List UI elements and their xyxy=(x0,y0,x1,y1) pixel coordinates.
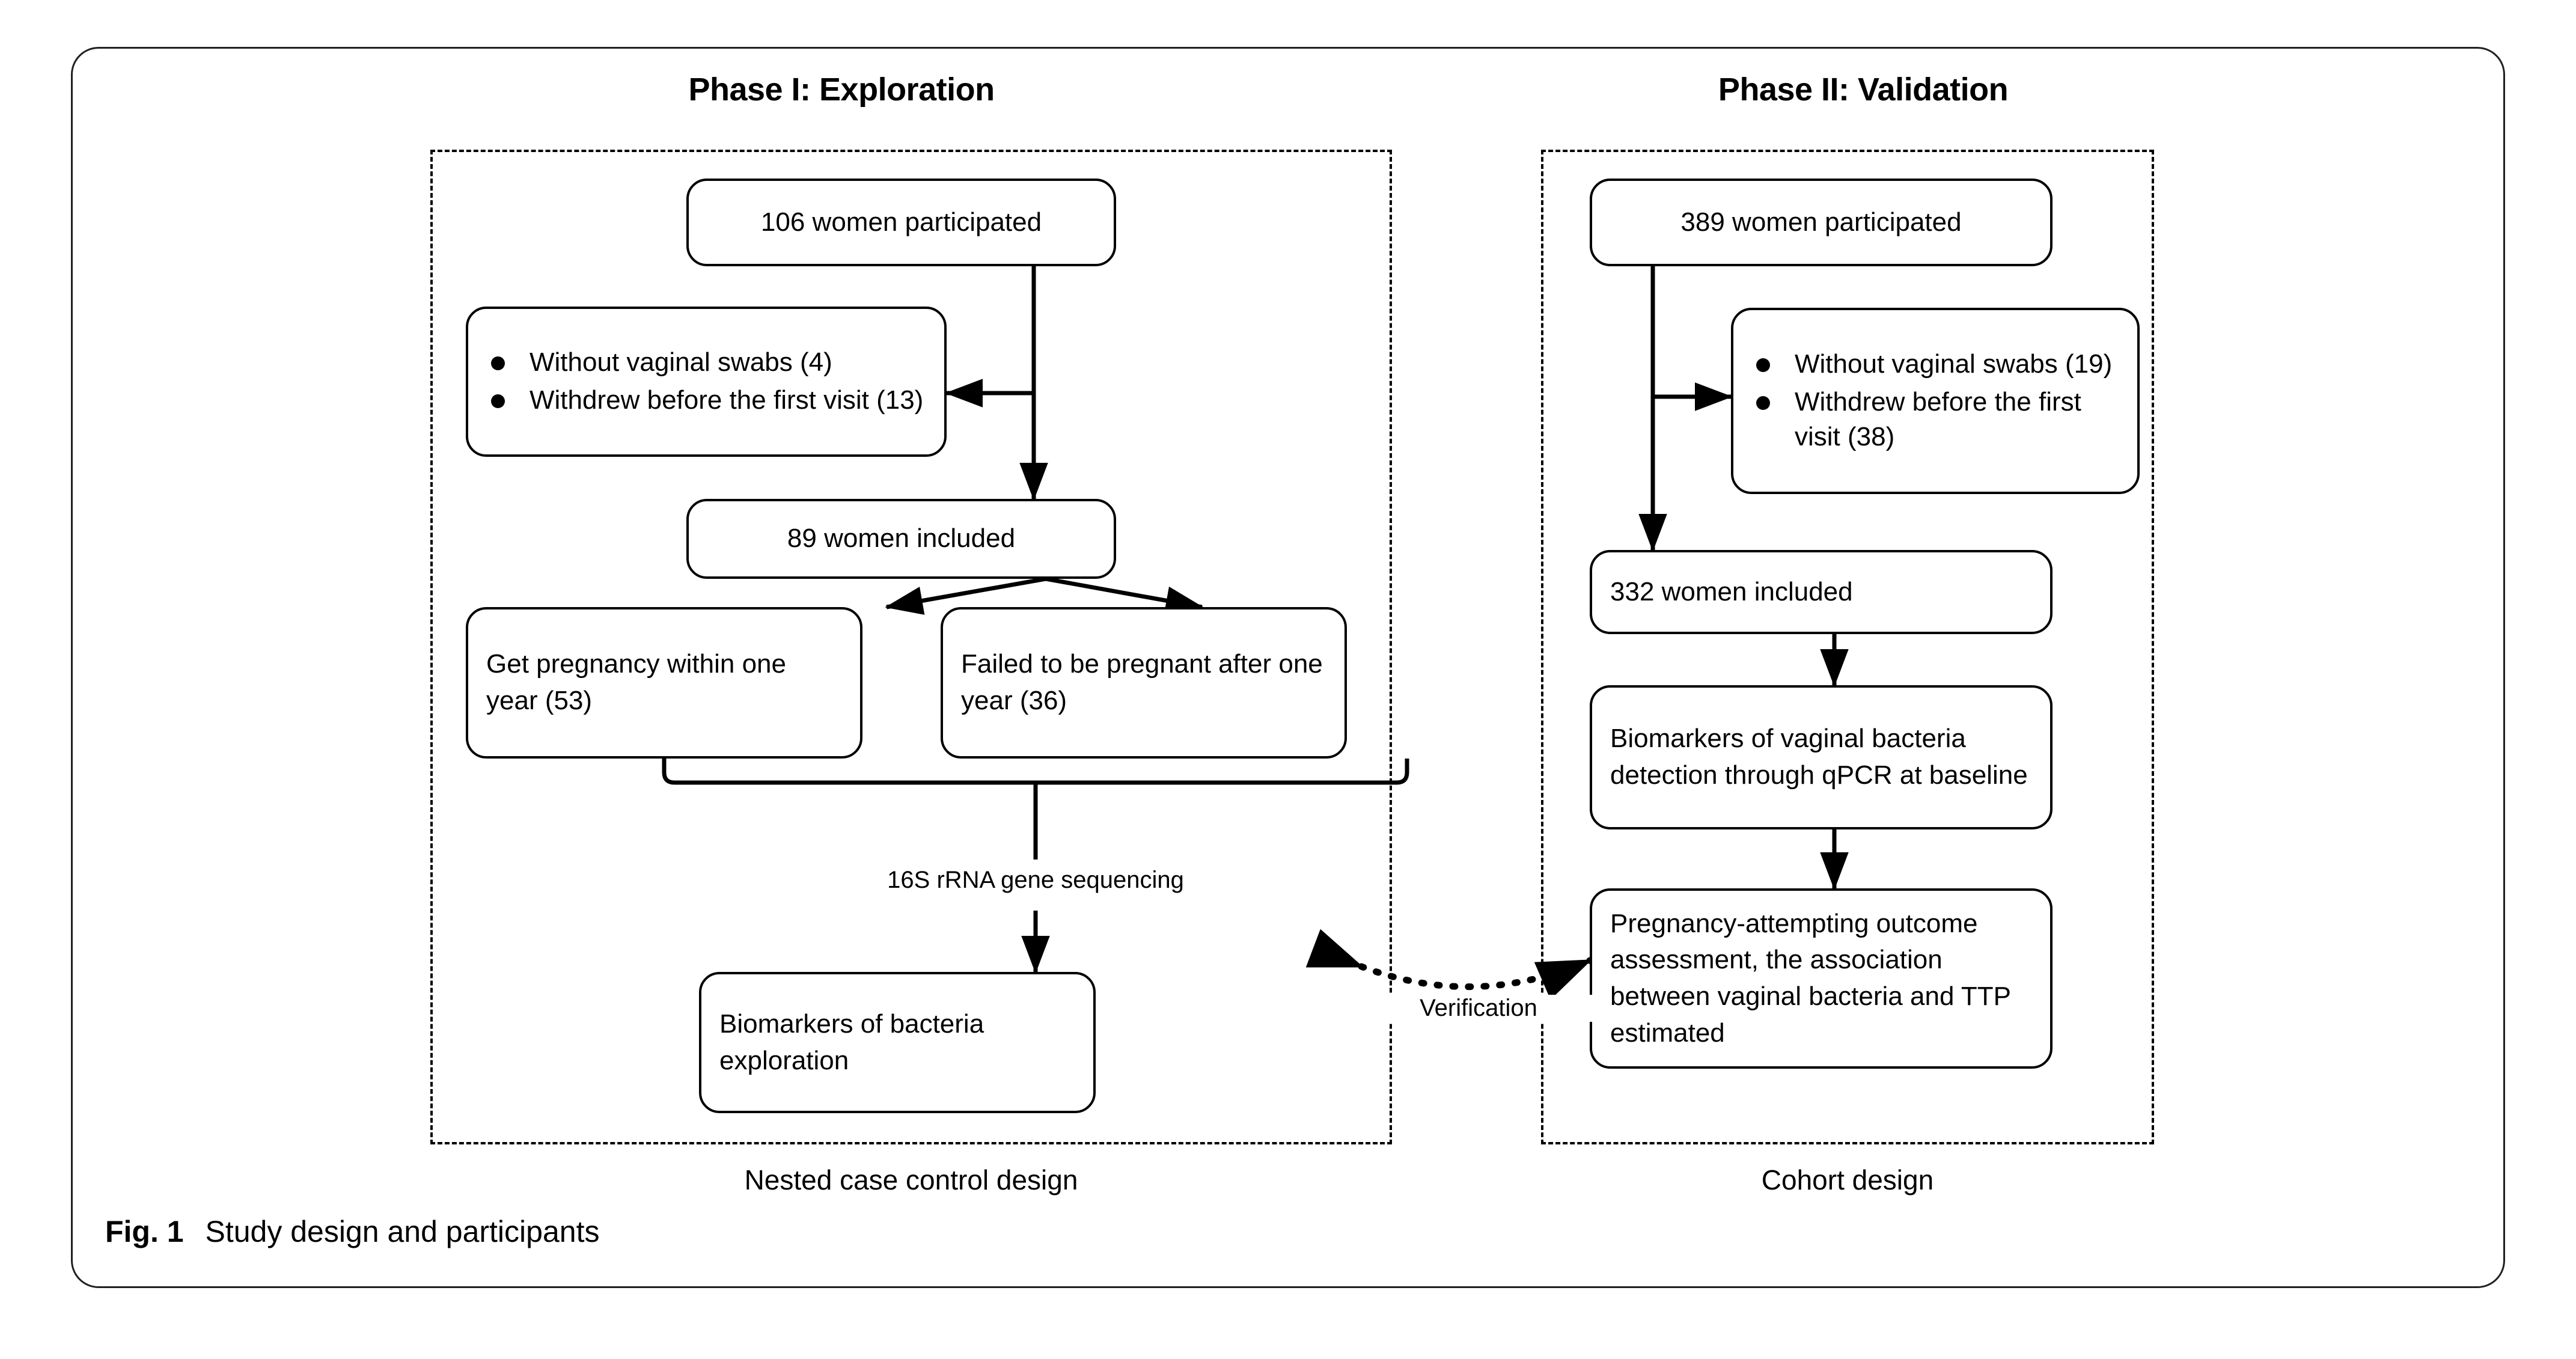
phase1-branch-right-text: Failed to be pregnant after one year (36… xyxy=(961,649,1323,715)
phase1-branch-left-text: Get pregnancy within one year (53) xyxy=(486,649,786,715)
phase1-included-box: 89 women included xyxy=(686,499,1116,579)
phase2-detection-box: Biomarkers of vaginal bacteria detection… xyxy=(1590,685,2053,829)
phase1-branch-right-box: Failed to be pregnant after one year (36… xyxy=(941,607,1347,759)
phase2-participated-box: 389 women participated xyxy=(1590,179,2053,266)
phase2-excluded-list: Without vaginal swabs (19) Withdrew befo… xyxy=(1751,344,2119,458)
phase-1-title: Phase I: Exploration xyxy=(688,72,995,108)
phase-2-title: Phase II: Validation xyxy=(1718,72,2009,108)
phase1-outcome-box: Biomarkers of bacteria exploration xyxy=(699,972,1096,1113)
phase1-included-text: 89 women included xyxy=(787,524,1016,554)
verification-label: Verification xyxy=(1352,995,1605,1022)
phase-2-panel xyxy=(1541,150,2154,1144)
figure-caption: Fig. 1 Study design and participants xyxy=(105,1214,599,1249)
phase1-sequencing-label: 16S rRNA gene sequencing xyxy=(753,867,1318,894)
phase1-excluded-list: Without vaginal swabs (4) Withdrew befor… xyxy=(486,343,926,421)
phase2-participated-text: 389 women participated xyxy=(1680,207,1962,237)
list-item: Without vaginal swabs (4) xyxy=(486,345,926,380)
phase2-detection-text: Biomarkers of vaginal bacteria detection… xyxy=(1610,724,2028,790)
phase-1-panel xyxy=(430,150,1392,1144)
phase1-branch-left-box: Get pregnancy within one year (53) xyxy=(466,607,862,759)
figure-label: Fig. 1 xyxy=(105,1215,184,1248)
phase2-included-box: 332 women included xyxy=(1590,550,2053,634)
list-item: Withdrew before the first visit (13) xyxy=(486,383,926,418)
phase1-participated-box: 106 women participated xyxy=(686,179,1116,266)
phase2-excluded-box: Without vaginal swabs (19) Withdrew befo… xyxy=(1731,308,2140,494)
phase1-participated-text: 106 women participated xyxy=(760,207,1042,237)
figure-caption-text: Study design and participants xyxy=(205,1215,600,1248)
phase-2-design-caption: Cohort design xyxy=(1761,1164,1934,1196)
phase2-assessment-text: Pregnancy-attempting outcome assessment,… xyxy=(1610,908,2011,1048)
list-item: Without vaginal swabs (19) xyxy=(1751,347,2119,382)
phase2-assessment-box: Pregnancy-attempting outcome assessment,… xyxy=(1590,888,2053,1069)
phase1-excluded-box: Without vaginal swabs (4) Withdrew befor… xyxy=(466,307,947,457)
phase2-included-text: 332 women included xyxy=(1610,576,1853,606)
list-item: Withdrew before the first visit (38) xyxy=(1751,385,2119,456)
phase1-outcome-text: Biomarkers of bacteria exploration xyxy=(719,1009,984,1075)
phase-1-design-caption: Nested case control design xyxy=(744,1164,1078,1196)
